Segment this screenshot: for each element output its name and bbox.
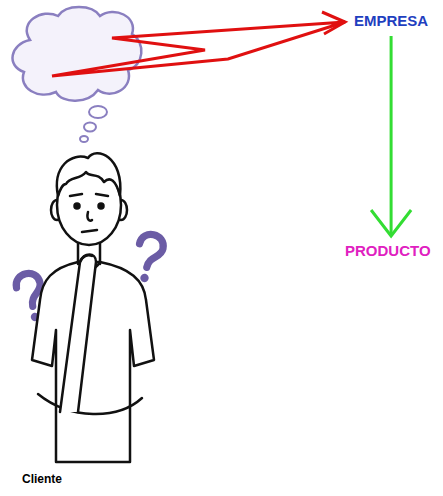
zigzag-arrow bbox=[52, 22, 345, 76]
person-figure bbox=[32, 153, 154, 462]
node-label: PRODUCTO bbox=[345, 242, 431, 260]
question-mark bbox=[132, 232, 166, 284]
text-node: EMPRESA bbox=[350, 8, 432, 34]
arrow-shaft bbox=[390, 36, 393, 236]
thought-bubble bbox=[89, 106, 107, 118]
flow-arrow bbox=[371, 36, 411, 236]
arrowhead bbox=[371, 210, 411, 236]
node-label: EMPRESA bbox=[354, 12, 428, 30]
caption-label: Cliente bbox=[22, 472, 62, 486]
text-node: PRODUCTO bbox=[341, 238, 435, 264]
zigzag-arrowhead bbox=[322, 12, 345, 34]
thought-cloud bbox=[13, 7, 142, 101]
thought-bubble bbox=[80, 136, 88, 142]
thought-bubble bbox=[84, 123, 96, 132]
